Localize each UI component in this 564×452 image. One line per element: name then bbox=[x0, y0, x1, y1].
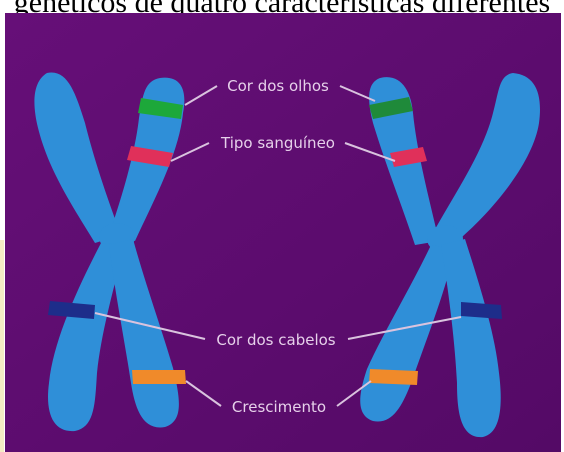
page-edge bbox=[0, 240, 4, 452]
right-growth-band bbox=[369, 369, 418, 385]
left-growth-band bbox=[132, 370, 186, 384]
label-blood-type: Tipo sanguíneo bbox=[220, 134, 335, 152]
label-growth: Crescimento bbox=[232, 398, 326, 416]
label-hair-color: Cor dos cabelos bbox=[216, 331, 335, 349]
chromosome-diagram: Cor dos olhos Tipo sanguíneo Cor dos cab… bbox=[5, 13, 561, 452]
label-eye-color: Cor dos olhos bbox=[227, 77, 329, 95]
